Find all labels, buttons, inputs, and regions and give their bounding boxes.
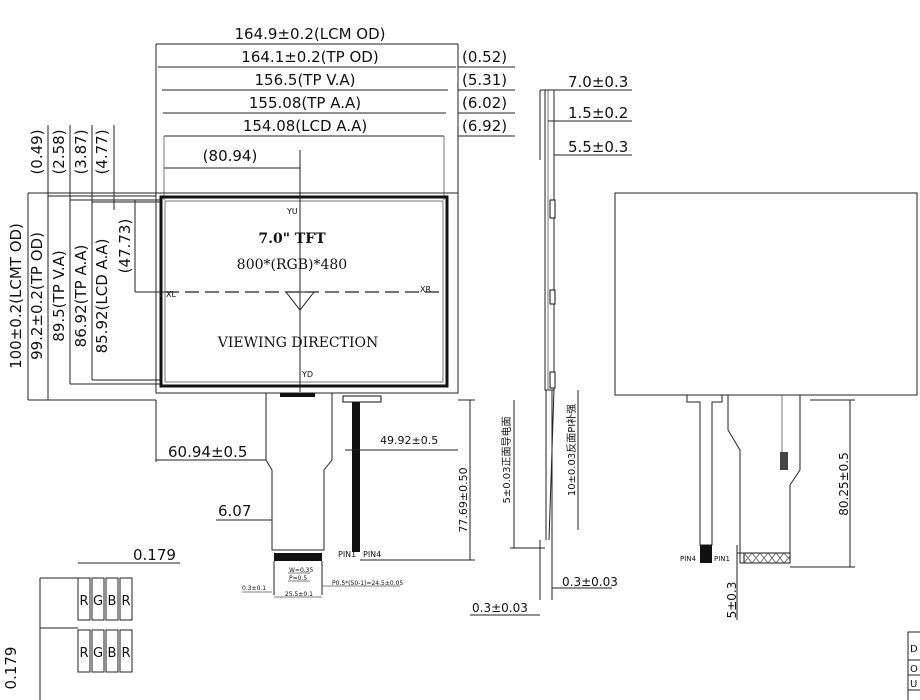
screen-title: 7.0" TFT [258, 231, 326, 247]
dim-tp-va: 156.5(TP V.A) [255, 71, 356, 89]
subpixel-cell [105, 577, 119, 621]
subpixel-label: R [79, 594, 88, 609]
front-view: YU YD XL XR 7.0" TFT 800*(RGB)*480 VIEWI… [155, 150, 475, 598]
front-conductive-note: 5±0.03正面导电面 [500, 416, 513, 503]
title-block-row-2: U [910, 679, 917, 690]
pin-tail: 0.3±0.1 [242, 585, 266, 592]
subpixel-label: R [121, 646, 130, 661]
pixel-pitch-h: 0.179 [133, 546, 176, 564]
subpixel-cell [119, 577, 133, 621]
dim-center-vertical: (47.73) [116, 219, 134, 274]
back-view: PIN4 PIN1 80.25±0.5 5±0.3 [614, 192, 918, 620]
subpixel-label: G [93, 646, 103, 661]
subpixel-label: G [93, 594, 103, 609]
pin-pitch: P=0.5 [289, 575, 307, 582]
dim-left-tp-od: 99.2±0.2(TP OD) [28, 232, 46, 360]
top-dimensions: 164.9±0.2(LCM OD) 164.1±0.2(TP OD) 156.5… [155, 25, 515, 393]
viewing-direction: VIEWING DIRECTION [217, 335, 379, 351]
dim-tp-aa: 155.08(TP A.A) [249, 94, 361, 112]
dim-fpc-narrow: 6.07 [218, 502, 251, 520]
label-front-pin4: PIN4 [363, 550, 381, 559]
dim-left-lcd-aa: 85.92(LCD A.A) [93, 239, 111, 354]
pin-pitch-total: P0.5*(50-1)=24.5±0.05 [332, 580, 403, 587]
side-thickness-2: 0.3±0.03 [472, 601, 528, 615]
dim-t-258: (2.58) [50, 129, 68, 174]
subpixel-cell [77, 577, 91, 621]
title-block-row-1: O [910, 664, 918, 675]
label-yd: YD [301, 370, 313, 379]
dim-lcmt-od: 100±0.2(LCMT OD) [7, 223, 25, 369]
label-front-pin1: PIN1 [338, 550, 356, 559]
fpc-total-width: 25.5±0.1 [285, 591, 313, 598]
title-block: D O U [907, 631, 920, 700]
subpixel-cell [119, 629, 133, 673]
label-xr: XR [420, 285, 431, 294]
dim-r-692: (6.92) [462, 117, 507, 135]
dim-r-602: (6.02) [462, 94, 507, 112]
side-view: 7.0±0.3 1.5±0.2 5.5±0.3 5±0.03正面导电面 10±0… [470, 73, 632, 616]
pin-width: W=0.35 [289, 567, 314, 574]
dim-fpc-length: 77.69±0.50 [457, 467, 470, 532]
dim-fpc-left: 60.94±0.5 [168, 443, 247, 461]
back-stiffener-note: 10±0.03反面PI补强 [565, 404, 578, 496]
dim-lcd-aa: 154.08(LCD A.A) [243, 117, 367, 135]
dim-t-387: (3.87) [72, 129, 90, 174]
subpixel-label: R [79, 646, 88, 661]
dim-tp-od: 164.1±0.2(TP OD) [241, 48, 378, 66]
side-dim-2: 1.5±0.2 [568, 104, 628, 122]
dim-left-tp-aa: 86.92(TP A.A) [72, 245, 90, 348]
subpixel-cell [91, 577, 105, 621]
dim-r-531: (5.31) [462, 71, 507, 89]
dim-back-tail: 5±0.3 [725, 582, 739, 619]
dim-lcm-od: 164.9±0.2(LCM OD) [235, 25, 386, 43]
side-dim-1: 7.0±0.3 [568, 73, 628, 91]
label-back-pin1: PIN1 [714, 555, 730, 563]
left-dimensions: 100±0.2(LCMT OD) 99.2±0.2(TP OD) 89.5(TP… [7, 125, 165, 401]
dim-t-477: (4.77) [93, 129, 111, 174]
dim-t-049: (0.49) [28, 129, 46, 174]
subpixel-label: B [108, 646, 117, 661]
title-block-row-0: D [910, 644, 918, 655]
screen-resolution: 800*(RGB)*480 [237, 257, 347, 273]
side-thickness-1: 0.3±0.03 [562, 575, 618, 589]
label-yu: YU [286, 207, 298, 216]
dim-back-length: 80.25±0.5 [837, 452, 851, 516]
side-dim-3: 5.5±0.3 [568, 138, 628, 156]
dim-left-tp-va: 89.5(TP V.A) [50, 250, 68, 341]
label-xl: XL [166, 290, 176, 299]
dim-r-052: (0.52) [462, 48, 507, 66]
dim-fpc-right: 49.92±0.5 [380, 434, 438, 447]
subpixel-cell [91, 629, 105, 673]
pixel-pitch-v: 0.179 [2, 647, 20, 690]
subpixel-cell [77, 629, 91, 673]
subpixel-cell [105, 629, 119, 673]
subpixel-label: B [108, 594, 117, 609]
dim-center-offset: (80.94) [203, 147, 258, 165]
subpixel-label: R [121, 594, 130, 609]
label-back-pin4: PIN4 [680, 555, 697, 563]
